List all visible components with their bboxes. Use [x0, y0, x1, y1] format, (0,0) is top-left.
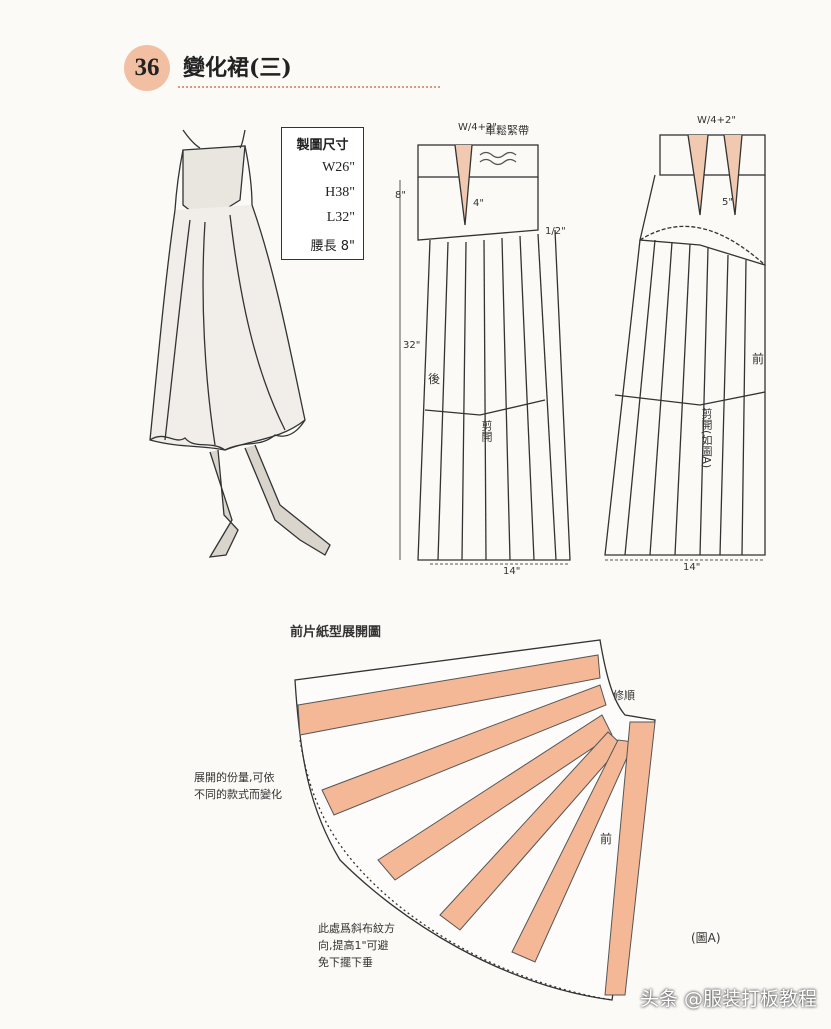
- front-pattern: [604, 134, 766, 561]
- spread-diagram-title: 前片紙型展開圖: [290, 625, 382, 640]
- front-dart-depth: 5": [722, 197, 733, 208]
- note-spread-amount: 展開的份量,可依 不同的款式而變化: [194, 769, 282, 803]
- note-spread-line: 不同的款式而變化: [194, 788, 282, 801]
- spread-band-2: [321, 684, 607, 816]
- front-top-measure: W/4+2": [697, 115, 736, 126]
- note-spread-line: 展開的份量,可依: [194, 771, 275, 784]
- watermark: 头条 @服装打板教程: [639, 988, 817, 1010]
- back-label: 後: [428, 372, 441, 386]
- spread-band-3: [377, 714, 613, 881]
- note-bias-line: 免下擺下垂: [318, 956, 373, 969]
- spread-front-label: 前: [600, 832, 613, 846]
- size-chart: 製圖尺寸 W26" H38" L32" 腰長 8": [281, 127, 364, 260]
- spread-diagram: [294, 639, 656, 1001]
- figure-label: (圖A): [691, 931, 721, 945]
- size-yoke-length: 腰長 8": [310, 239, 355, 254]
- size-waist: W26": [322, 160, 355, 175]
- back-hem-width: 14": [503, 566, 521, 577]
- front-label: 前: [752, 352, 765, 366]
- title-divider: [178, 86, 440, 88]
- skirt-illustration: [149, 129, 331, 558]
- size-chart-heading: 製圖尺寸: [296, 138, 349, 153]
- spread-band-6: [604, 721, 656, 996]
- front-hem-width: 14": [683, 562, 701, 573]
- back-top-measure: W/4+2": [458, 122, 497, 133]
- front-cut-label: 剪開(如圖A): [700, 408, 713, 469]
- page-title: 變化裙(三): [183, 55, 292, 81]
- back-yoke-label: 8": [395, 190, 406, 201]
- note-bias-line: 此處爲斜布紋方: [318, 922, 395, 935]
- back-pattern: [399, 144, 571, 565]
- size-length: L32": [326, 210, 355, 225]
- page-number-badge: 36: [124, 45, 170, 91]
- size-hip: H38": [325, 185, 355, 200]
- note-bias-grain: 此處爲斜布紋方 向,提高1"可避 免下擺下垂: [318, 920, 395, 971]
- back-cut-label: 剪開: [480, 420, 493, 442]
- back-top-label: 車鬆緊帶: [485, 124, 529, 137]
- back-side-measure: 1/2": [545, 226, 566, 237]
- spread-band-1: [297, 654, 601, 736]
- spread-smooth-label: 修順: [613, 689, 635, 702]
- back-dart-depth: 4": [473, 198, 484, 209]
- back-length-label: 32": [403, 340, 421, 351]
- note-bias-line: 向,提高1"可避: [318, 939, 389, 952]
